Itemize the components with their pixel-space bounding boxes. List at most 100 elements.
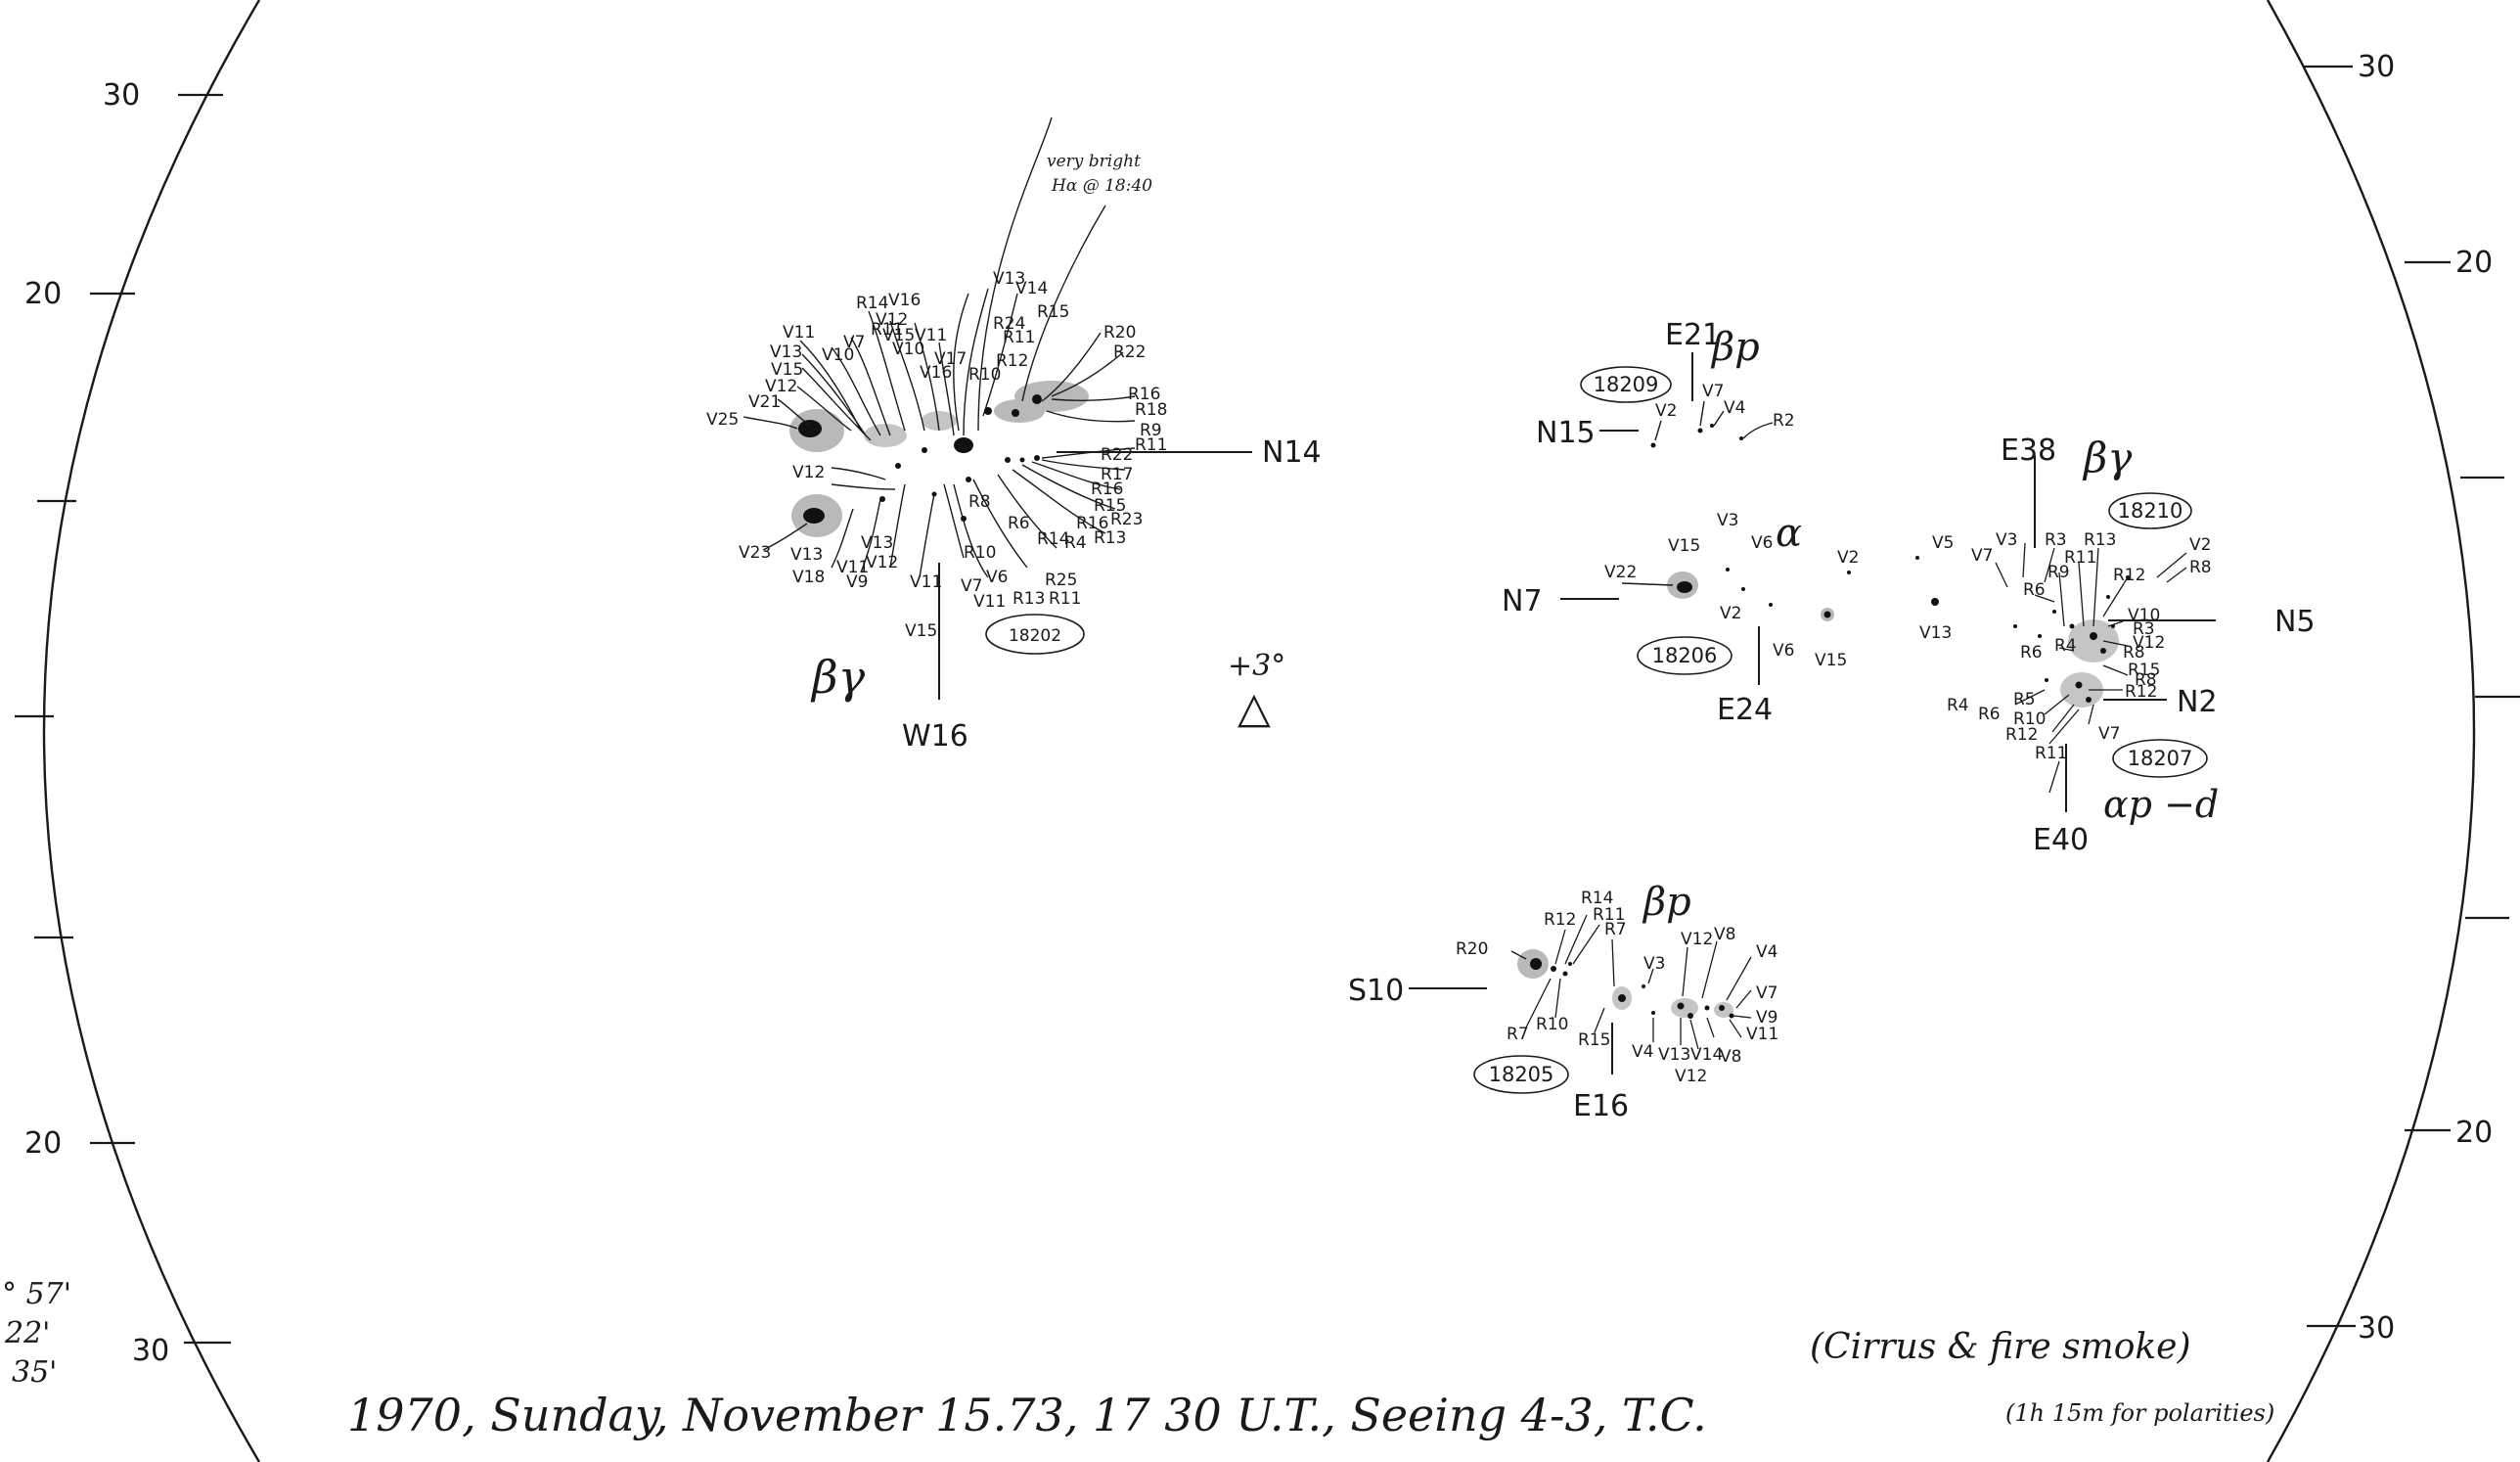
spot-label: R9 bbox=[1140, 421, 1162, 440]
spot-label: V12 bbox=[2133, 633, 2165, 653]
spot-label: V7 bbox=[2098, 724, 2120, 744]
group-18205-labels: R20 R12 R14 R11 R7 V12 V8 V4 V3 V7 V9 V1… bbox=[1456, 889, 1778, 1086]
group-18202-labels: V11 V13 V15 V12 V21 V25 V10 V7 R14 V16 R… bbox=[706, 269, 1167, 641]
spot-label: V6 bbox=[1773, 641, 1794, 661]
spot-label: V8 bbox=[1714, 925, 1735, 944]
spot-label: V11 bbox=[836, 558, 869, 577]
group-18210-region: 18210 bbox=[2118, 499, 2183, 523]
group-18209-region: 18209 bbox=[1594, 373, 1659, 396]
group-18206-region-oval bbox=[1637, 636, 1732, 675]
group-18205-east-marker: E16 bbox=[1573, 1089, 1629, 1123]
spot-label: R4 bbox=[1064, 533, 1087, 553]
solar-limb-right bbox=[2266, 0, 2476, 1462]
spot-label: V3 bbox=[1643, 954, 1665, 974]
spot-label: R15 bbox=[1578, 1030, 1610, 1050]
left-tick-30-top: 30 bbox=[103, 78, 140, 113]
right-tick-30-top: 30 bbox=[2358, 50, 2395, 84]
spot-label: R13 bbox=[2084, 530, 2116, 550]
group-18205-mag-class: βp bbox=[1642, 880, 1691, 925]
spot-label: V15 bbox=[905, 621, 937, 641]
group-18205-south-marker: S10 bbox=[1348, 974, 1404, 1008]
spot-label: V9 bbox=[846, 572, 868, 592]
spot-label: R22 bbox=[1101, 445, 1133, 465]
spot-label: R10 bbox=[964, 543, 996, 563]
spot-label: V10 bbox=[892, 340, 924, 359]
spot-label: V13 bbox=[770, 343, 802, 362]
spot-label: V13 bbox=[861, 533, 893, 553]
spot-label: V8 bbox=[1720, 1047, 1741, 1067]
left-tick-30-bottom: 30 bbox=[132, 1334, 169, 1368]
spot-label: R3 bbox=[2133, 619, 2155, 639]
spot-label: R12 bbox=[1544, 910, 1576, 930]
group-18207-east-marker: E40 bbox=[2033, 823, 2089, 857]
spot-label: V17 bbox=[934, 349, 967, 369]
spot-label: V9 bbox=[1756, 1008, 1778, 1028]
spot-label: V11 bbox=[973, 592, 1006, 612]
spot-label: R15 bbox=[1094, 496, 1126, 516]
group-18202-region: 18202 bbox=[1009, 626, 1061, 646]
spot-label: V7 bbox=[1971, 546, 1993, 566]
group-18207: N2 18207 αp −d E40 bbox=[2033, 685, 2219, 857]
group-18206-region: 18206 bbox=[1652, 644, 1718, 667]
spot-label: R7 bbox=[1604, 920, 1627, 939]
spot-label: R16 bbox=[1091, 480, 1123, 499]
group-18206: N7 E24 α 18206 V15 V3 V6 V22 V2 V6 V2 V1… bbox=[1502, 511, 1954, 727]
spot-label: R13 bbox=[1094, 528, 1126, 548]
spot-label: R11 bbox=[871, 320, 903, 340]
group-18202-mag-class: βγ bbox=[810, 651, 866, 704]
spot-label: R10 bbox=[2013, 709, 2046, 729]
spot-label: V7 bbox=[843, 333, 865, 352]
spot-label: R14 bbox=[856, 294, 888, 313]
group-18205-region: 18205 bbox=[1489, 1063, 1554, 1086]
group-18209-spots bbox=[1650, 424, 1743, 448]
corner-note-3: 35' bbox=[12, 1355, 57, 1390]
group-18207-mag-class: αp −d bbox=[2103, 783, 2219, 826]
spot-label: V16 bbox=[920, 363, 952, 383]
spot-label: R20 bbox=[1103, 323, 1136, 343]
spot-label: V21 bbox=[748, 392, 781, 412]
spot-label: R13 bbox=[1012, 589, 1045, 609]
group-18210-east-marker: E38 bbox=[2001, 434, 2056, 468]
spot-label: R11 bbox=[2064, 548, 2096, 568]
spot-label: R16 bbox=[1076, 514, 1108, 533]
spot-label: V11 bbox=[783, 323, 815, 343]
group-18210-region-oval bbox=[2108, 492, 2192, 529]
group-18207-north-marker: N2 bbox=[2177, 685, 2218, 719]
group-18202-note-2: Hα @ 18:40 bbox=[1051, 176, 1152, 196]
group-18202: very bright Hα @ 18:40 N14 W16 18202 βγ … bbox=[706, 116, 1322, 754]
spot-label: V2 bbox=[1720, 604, 1741, 623]
spot-label: R11 bbox=[2035, 744, 2067, 763]
spot-label: V5 bbox=[1932, 533, 1954, 553]
spot-label: R6 bbox=[1008, 514, 1030, 533]
left-tick-20-top: 20 bbox=[24, 277, 62, 311]
spot-label: R14 bbox=[1581, 889, 1613, 908]
spot-label: V13 bbox=[790, 545, 823, 565]
right-scale bbox=[2304, 65, 2520, 1328]
group-18209-mag-class: βp bbox=[1710, 325, 1760, 370]
spot-label: R10 bbox=[1536, 1015, 1568, 1034]
right-tick-20-top: 20 bbox=[2455, 246, 2493, 280]
spot-label: V4 bbox=[1724, 398, 1745, 418]
spot-label: V15 bbox=[1668, 536, 1700, 556]
spot-label: R10 bbox=[968, 365, 1001, 385]
footer-polarity-note: (1h 15m for polarities) bbox=[2005, 1399, 2274, 1427]
spot-label: R20 bbox=[1456, 939, 1488, 959]
group-18202-leader-lines bbox=[742, 116, 1136, 578]
spot-label: R2 bbox=[1773, 411, 1795, 431]
left-tick-20-bottom: 20 bbox=[24, 1126, 62, 1161]
group-18202-south-marker: W16 bbox=[902, 719, 968, 754]
solar-limb-left bbox=[42, 0, 261, 1462]
spot-label: R12 bbox=[996, 351, 1028, 371]
spot-label: V4 bbox=[1756, 942, 1778, 962]
spot-label: V2 bbox=[1655, 401, 1677, 421]
spot-label: V12 bbox=[876, 310, 908, 330]
spot-label: V15 bbox=[1815, 651, 1847, 670]
spot-label: V6 bbox=[986, 568, 1008, 587]
spot-label: R12 bbox=[2113, 566, 2145, 585]
spot-label: R11 bbox=[1003, 328, 1035, 347]
center-offset: +3° bbox=[1228, 649, 1285, 683]
group-18210-north-marker: N5 bbox=[2274, 605, 2316, 639]
group-18210-mag-class: βγ bbox=[2082, 434, 2133, 481]
spot-label: V18 bbox=[792, 568, 825, 587]
